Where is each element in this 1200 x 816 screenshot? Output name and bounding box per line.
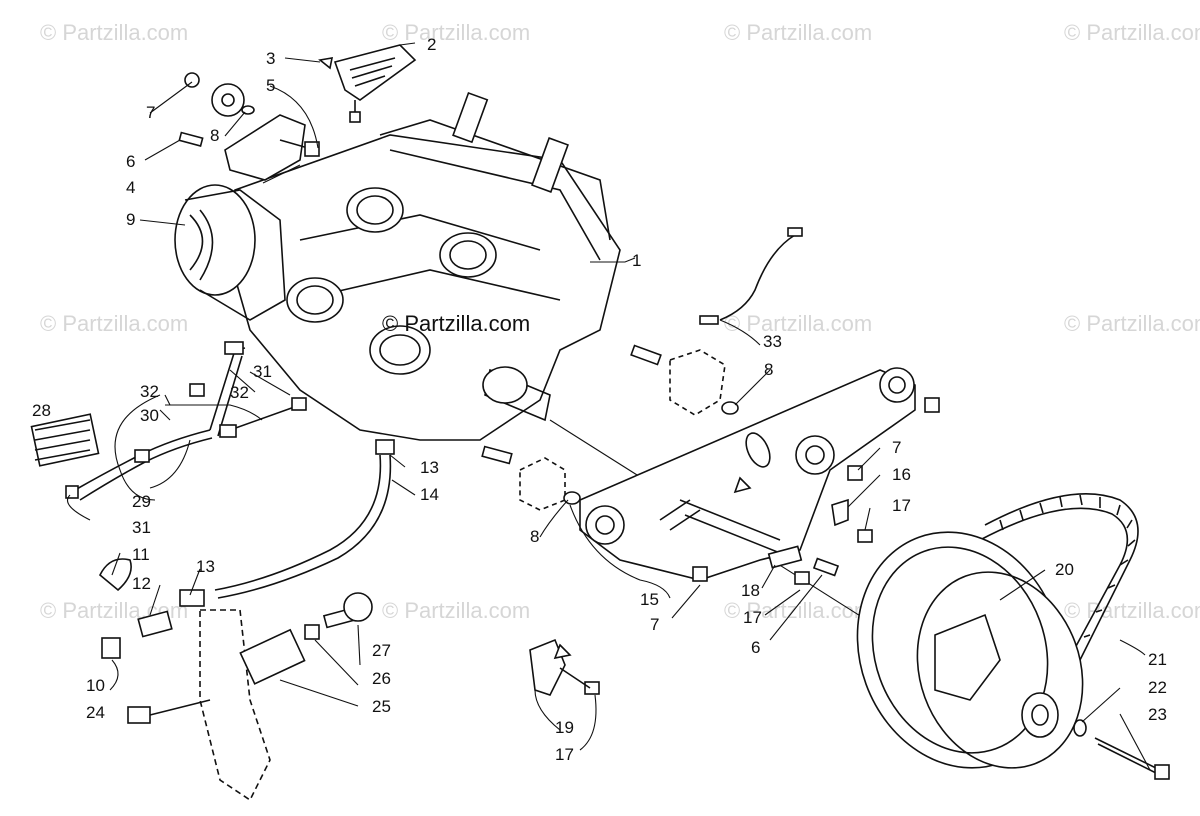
fuel-line-assembly[interactable] — [30, 341, 307, 501]
callout-17-upper: 17 — [892, 496, 911, 515]
callout-15: 15 — [640, 590, 659, 609]
callout-31-right: 31 — [253, 362, 272, 381]
clip-16[interactable] — [831, 498, 849, 527]
callout-6-bottom: 6 — [751, 638, 760, 657]
small-bracket[interactable] — [529, 638, 600, 696]
callout-32-left: 32 — [140, 382, 159, 401]
washer-lower[interactable] — [563, 491, 581, 505]
callout-9: 9 — [126, 210, 135, 229]
nut-17-mid[interactable] — [794, 571, 810, 585]
callout-29: 29 — [132, 492, 151, 511]
leader-lines — [66, 42, 1151, 771]
watermark-bot-3: © Partzilla.com — [724, 598, 873, 623]
watermark-top-2: © Partzilla.com — [382, 20, 531, 45]
callout-8-top: 8 — [210, 126, 219, 145]
plate-18[interactable] — [767, 545, 803, 569]
bolt-6-right[interactable] — [812, 557, 840, 577]
callout-26: 26 — [372, 669, 391, 688]
callout-31-left: 31 — [132, 518, 151, 537]
callout-14: 14 — [420, 485, 439, 504]
chaincase-plate[interactable] — [579, 367, 916, 581]
callout-2: 2 — [427, 35, 436, 54]
watermark-top-4: © Partzilla.com — [1064, 20, 1200, 45]
callout-10: 10 — [86, 676, 105, 695]
callout-4: 4 — [126, 178, 135, 197]
engine-assembly[interactable] — [229, 91, 621, 441]
callout-6-top: 6 — [126, 152, 135, 171]
guard-plate-upper — [669, 349, 726, 416]
callout-8-mid: 8 — [764, 360, 773, 379]
ground-wire[interactable] — [699, 227, 803, 325]
drive-clutch[interactable] — [825, 503, 1109, 797]
washer-upper[interactable] — [721, 401, 739, 415]
callout-32-right: 32 — [230, 383, 249, 402]
callout-27: 27 — [372, 641, 391, 660]
starter-handle[interactable] — [333, 44, 417, 123]
callout-16: 16 — [892, 465, 911, 484]
callout-5: 5 — [266, 76, 275, 95]
left-fittings[interactable] — [99, 558, 211, 724]
callout-33: 33 — [763, 332, 782, 351]
bolt-lower[interactable] — [481, 445, 513, 465]
callout-12: 12 — [132, 574, 151, 593]
callout-17-low: 17 — [555, 745, 574, 764]
nut-7-right[interactable] — [924, 397, 940, 413]
callout-11: 11 — [132, 545, 150, 564]
callout-13-right: 13 — [420, 458, 439, 477]
callout-1: 1 — [632, 251, 641, 270]
chaincase-triangle-mark — [733, 476, 752, 494]
callout-23: 23 — [1148, 705, 1167, 724]
bolt-upper[interactable] — [630, 344, 662, 366]
watermark-center: © Partzilla.com — [382, 311, 531, 336]
callout-28: 28 — [32, 401, 51, 420]
washer-22[interactable] — [1073, 719, 1087, 737]
callout-3: 3 — [266, 49, 275, 68]
callout-18: 18 — [741, 581, 760, 600]
callout-labels: 1 2 3 4 5 6 6 7 7 7 8 8 8 9 10 11 12 13 … — [32, 35, 1167, 764]
callout-7-mid: 7 — [892, 438, 901, 457]
top-bracket-assembly[interactable] — [178, 72, 320, 181]
watermark-mid-4: © Partzilla.com — [1064, 311, 1200, 336]
callout-25: 25 — [372, 697, 391, 716]
watermark-bot-2: © Partzilla.com — [382, 598, 531, 623]
recoil-starter[interactable] — [174, 184, 286, 321]
handle-insert[interactable] — [318, 57, 334, 70]
drive-belt[interactable] — [979, 493, 1139, 681]
bolt-17-upper[interactable] — [857, 529, 873, 543]
watermark-top-3: © Partzilla.com — [724, 20, 873, 45]
callout-7-low: 7 — [650, 615, 659, 634]
watermark-mid-3: © Partzilla.com — [724, 311, 873, 336]
coolant-hose[interactable] — [179, 439, 395, 607]
guard-plate-lower — [519, 457, 566, 511]
callout-30: 30 — [140, 406, 159, 425]
callout-24: 24 — [86, 703, 105, 722]
bracket-triangle-mark — [553, 643, 572, 660]
callout-20: 20 — [1055, 560, 1074, 579]
clutch-bolt-23[interactable] — [1094, 737, 1170, 780]
callout-8-low: 8 — [530, 527, 539, 546]
watermark-bot-4: © Partzilla.com — [1064, 598, 1200, 623]
watermark-top-1: © Partzilla.com — [40, 20, 189, 45]
callout-17-mid: 17 — [743, 608, 762, 627]
watermark-mid-1: © Partzilla.com — [40, 311, 189, 336]
engine-mount-bracket — [199, 609, 271, 802]
mount-hardware[interactable] — [239, 592, 373, 685]
nut-7-low[interactable] — [692, 566, 708, 582]
callout-21: 21 — [1148, 650, 1167, 669]
callout-7-top: 7 — [146, 103, 155, 122]
callout-22: 22 — [1148, 678, 1167, 697]
callout-13-left: 13 — [196, 557, 215, 576]
callout-19: 19 — [555, 718, 574, 737]
